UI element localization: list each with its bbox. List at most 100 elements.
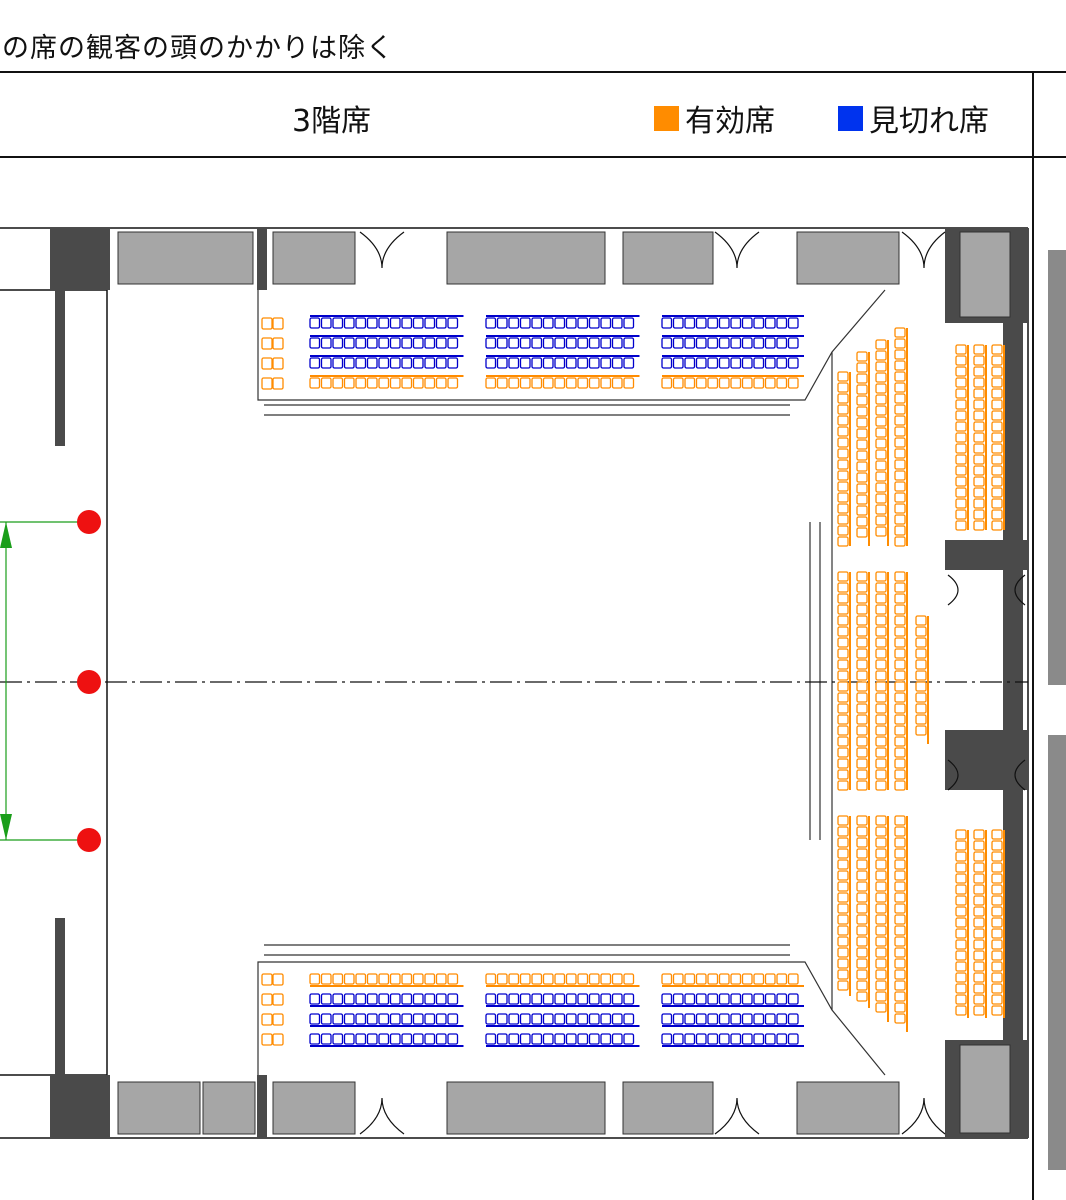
seat: [412, 377, 424, 389]
seat: [955, 983, 967, 994]
seat: [991, 862, 1003, 873]
seat: [508, 317, 520, 329]
seat: [741, 337, 753, 349]
seat: [684, 317, 696, 329]
seat: [837, 593, 849, 604]
seat: [837, 582, 849, 593]
seat: [837, 826, 849, 837]
seat: [856, 859, 868, 870]
seat: [343, 1013, 355, 1025]
seat: [611, 973, 623, 985]
seat: [531, 337, 543, 349]
seat: [332, 337, 344, 349]
seat: [272, 317, 284, 330]
row-back: [662, 315, 804, 317]
seat: [600, 337, 612, 349]
seat: [875, 703, 887, 714]
seat: [261, 357, 273, 370]
seat: [424, 377, 436, 389]
seat: [837, 925, 849, 936]
panel-divider: [1032, 71, 1034, 1200]
seat: [554, 1033, 566, 1045]
seat: [261, 337, 273, 350]
seat: [875, 405, 887, 416]
seat: [565, 337, 577, 349]
seat: [355, 1013, 367, 1025]
seat: [565, 1013, 577, 1025]
seat: [496, 377, 508, 389]
seat: [309, 357, 321, 369]
seat: [272, 357, 284, 370]
seat: [343, 973, 355, 985]
seat: [875, 416, 887, 427]
seat: [519, 973, 531, 985]
seat: [435, 993, 447, 1005]
seat: [412, 317, 424, 329]
seat: [623, 317, 635, 329]
seat: [412, 1013, 424, 1025]
row-back: [486, 315, 640, 317]
floor-title: 3階席: [292, 104, 372, 139]
seat: [741, 317, 753, 329]
seat: [894, 360, 906, 371]
seat: [837, 659, 849, 670]
seat: [837, 437, 849, 448]
row-back: [486, 335, 640, 337]
seat: [401, 993, 413, 1005]
seat: [856, 903, 868, 914]
seat: [894, 492, 906, 503]
seat: [856, 428, 868, 439]
seat: [389, 377, 401, 389]
column-back: [985, 830, 987, 1018]
seat: [955, 840, 967, 851]
seat: [787, 993, 799, 1005]
seat: [875, 604, 887, 615]
seat: [661, 317, 673, 329]
rooms-bottom: [117, 1044, 1011, 1135]
seat: [661, 1033, 673, 1045]
seat: [741, 1033, 753, 1045]
seat: [435, 317, 447, 329]
seat: [485, 377, 497, 389]
seat: [875, 339, 887, 350]
seat: [875, 460, 887, 471]
seat: [320, 357, 332, 369]
seat: [730, 973, 742, 985]
seat: [915, 703, 927, 714]
seat: [577, 1033, 589, 1045]
seat: [837, 980, 849, 991]
seat: [894, 604, 906, 615]
seat: [707, 357, 719, 369]
seat: [837, 725, 849, 736]
seat: [837, 837, 849, 848]
seat: [991, 895, 1003, 906]
seat: [894, 659, 906, 670]
seat: [588, 357, 600, 369]
seat: [332, 377, 344, 389]
seat: [991, 994, 1003, 1005]
seat: [875, 659, 887, 670]
floor-plan: [0, 227, 1066, 1170]
seat: [355, 1033, 367, 1045]
seat: [542, 377, 554, 389]
seat: [707, 337, 719, 349]
seat: [955, 410, 967, 421]
seat: [875, 383, 887, 394]
seat: [730, 317, 742, 329]
seat: [355, 377, 367, 389]
seat: [531, 1013, 543, 1025]
seat: [991, 476, 1003, 487]
seat: [776, 993, 788, 1005]
marker-point-top: [77, 510, 101, 534]
seat: [973, 377, 985, 388]
seat: [894, 426, 906, 437]
seat: [875, 859, 887, 870]
seat: [309, 1033, 321, 1045]
seat: [508, 357, 520, 369]
doors: [359, 231, 1026, 1135]
seat: [741, 973, 753, 985]
seat: [565, 317, 577, 329]
seat: [531, 357, 543, 369]
seat: [600, 973, 612, 985]
seat: [915, 615, 927, 626]
